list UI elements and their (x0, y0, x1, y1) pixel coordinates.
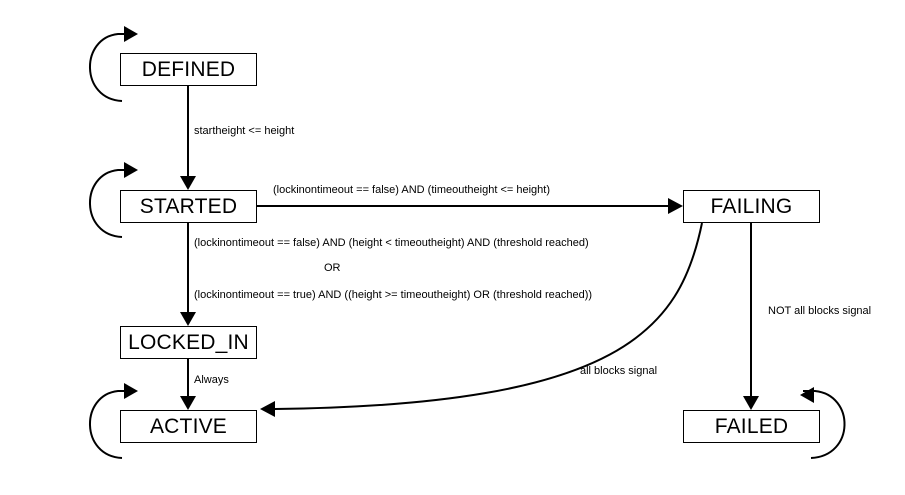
self-loop-started (89, 169, 130, 238)
label-started-to-locked-in-line1: (lockinontimeout == false) AND (height <… (194, 237, 589, 249)
state-failing: FAILING (683, 190, 820, 223)
state-started: STARTED (120, 190, 257, 223)
self-loop-started-arrowhead (124, 162, 138, 178)
label-started-to-failing: (lockinontimeout == false) AND (timeouth… (273, 184, 550, 196)
self-loop-defined (89, 33, 130, 102)
self-loop-defined-arrowhead (124, 26, 138, 42)
label-started-to-locked-in-or: OR (324, 262, 341, 274)
state-active: ACTIVE (120, 410, 257, 443)
self-loop-failed (803, 390, 846, 459)
state-failed: FAILED (683, 410, 820, 443)
state-defined: DEFINED (120, 53, 257, 86)
edge-started-failing-arrowhead (668, 198, 683, 214)
label-failing-to-active: all blocks signal (580, 365, 658, 377)
edge-failing-active (274, 222, 703, 410)
label-defined-to-started: startheight <= height (194, 125, 295, 137)
self-loop-active (89, 390, 130, 459)
edge-failing-active-arrowhead (260, 401, 275, 417)
state-locked-in: LOCKED_IN (120, 326, 257, 359)
edge-started-locked-in-arrowhead (180, 312, 196, 326)
edge-locked-in-active-arrowhead (180, 396, 196, 410)
self-loop-active-arrowhead (124, 383, 138, 399)
self-loop-failed-arrowhead (800, 387, 814, 403)
label-locked-in-to-active: Always (194, 374, 229, 386)
edge-failing-failed-arrowhead (743, 396, 759, 410)
label-started-to-locked-in-line2: (lockinontimeout == true) AND ((height >… (194, 289, 593, 301)
label-failing-to-failed: NOT all blocks signal (768, 305, 872, 317)
edge-defined-started-arrowhead (180, 176, 196, 190)
